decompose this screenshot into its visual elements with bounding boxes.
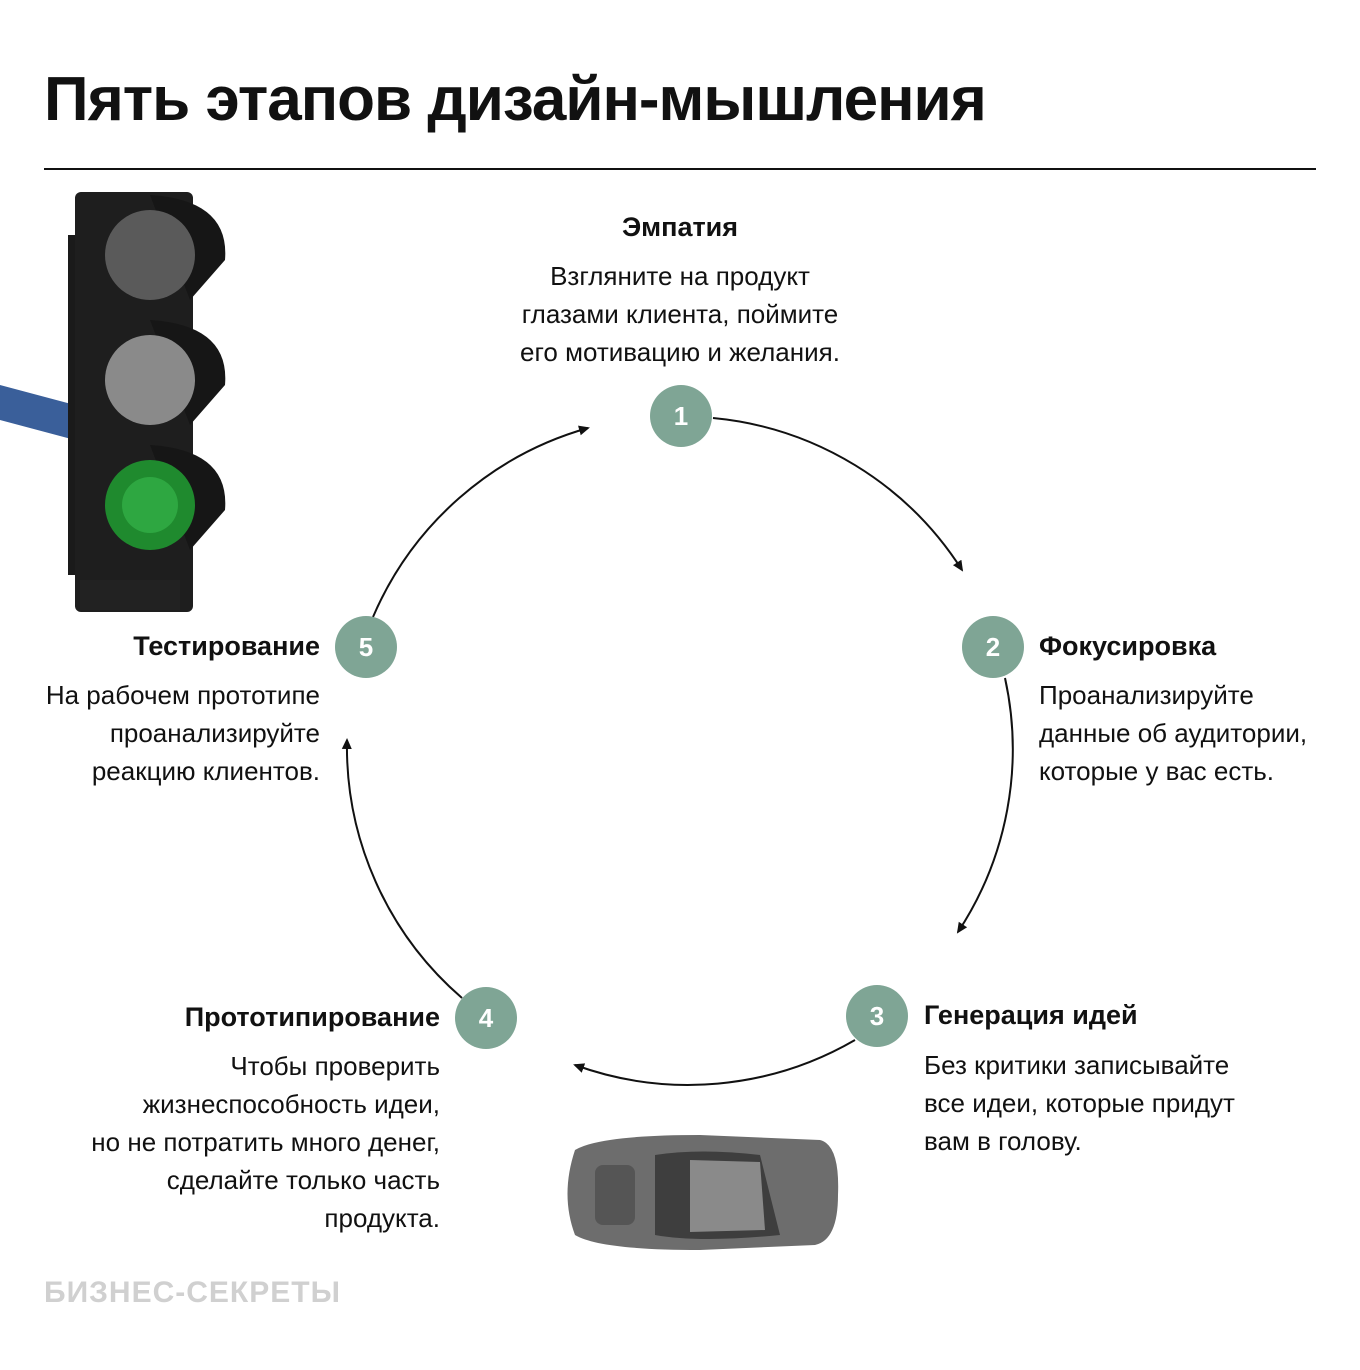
- arrow-4-5: [341, 738, 463, 999]
- page-title: Пять этапов дизайн-мышления: [44, 65, 987, 134]
- stage-2-text: Проанализируйте данные об аудитории, кот…: [1039, 680, 1308, 786]
- traffic-light-image: [0, 192, 226, 612]
- stage-3-heading: Генерация идей: [924, 1000, 1138, 1030]
- stage-1-text: Взгляните на продукт глазами клиента, по…: [520, 261, 840, 367]
- arrow-2-3: [956, 677, 1014, 934]
- arrow-1-2: [712, 417, 964, 572]
- stage-1-badge: 1: [650, 385, 712, 447]
- car-image: [567, 1135, 839, 1250]
- stage-2-badge: 2: [962, 616, 1024, 678]
- stage-4-badge: 4: [455, 987, 517, 1049]
- brand-logo: БИЗНЕС-СЕКРЕТЫ: [44, 1276, 341, 1309]
- stage-5-heading: Тестирование: [133, 631, 320, 661]
- stage-5-text: На рабочем прототипе проанализируйте реа…: [45, 680, 320, 786]
- stage-1-heading: Эмпатия: [621, 212, 739, 242]
- stage-4-text: Чтобы проверить жизнеспособность идеи, н…: [91, 1051, 440, 1233]
- stage-5-badge: 5: [335, 616, 397, 678]
- stage-3-badge: 3: [846, 985, 908, 1047]
- stage-2-heading: Фокусировка: [1039, 631, 1217, 661]
- divider: [44, 168, 1316, 170]
- stage-3-text: Без критики записывайте все идеи, которы…: [924, 1050, 1235, 1156]
- arrow-3-4: [573, 1039, 856, 1086]
- arrow-5-1: [372, 425, 590, 618]
- stage-4-heading: Прототипирование: [184, 1002, 440, 1032]
